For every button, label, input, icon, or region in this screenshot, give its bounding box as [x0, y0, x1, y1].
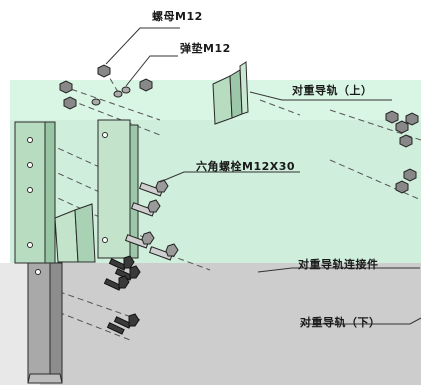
rail-connector-label: 对重导轨连接件 [298, 258, 379, 271]
lower-rail-label: 对重导轨（下） [300, 316, 381, 329]
connector-plate-back [97, 119, 139, 259]
upper-rail-label: 对重导轨（上） [292, 84, 373, 97]
spring-washers-group [91, 86, 131, 106]
leader-lines [105, 27, 421, 325]
upper-rail-part [212, 61, 249, 125]
hex-bolts-lower [103, 255, 141, 335]
nut-label: 螺母M12 [152, 10, 203, 23]
hex-bolt-label: 六角螺栓M12X30 [196, 160, 296, 173]
connector-plate-front [54, 203, 96, 263]
hex-bolts-middle [124, 179, 179, 261]
left-rail-green [14, 121, 56, 264]
spring-washer-label: 弹垫M12 [180, 42, 231, 55]
lower-rail-gray [27, 262, 63, 384]
nuts-group [59, 64, 419, 194]
